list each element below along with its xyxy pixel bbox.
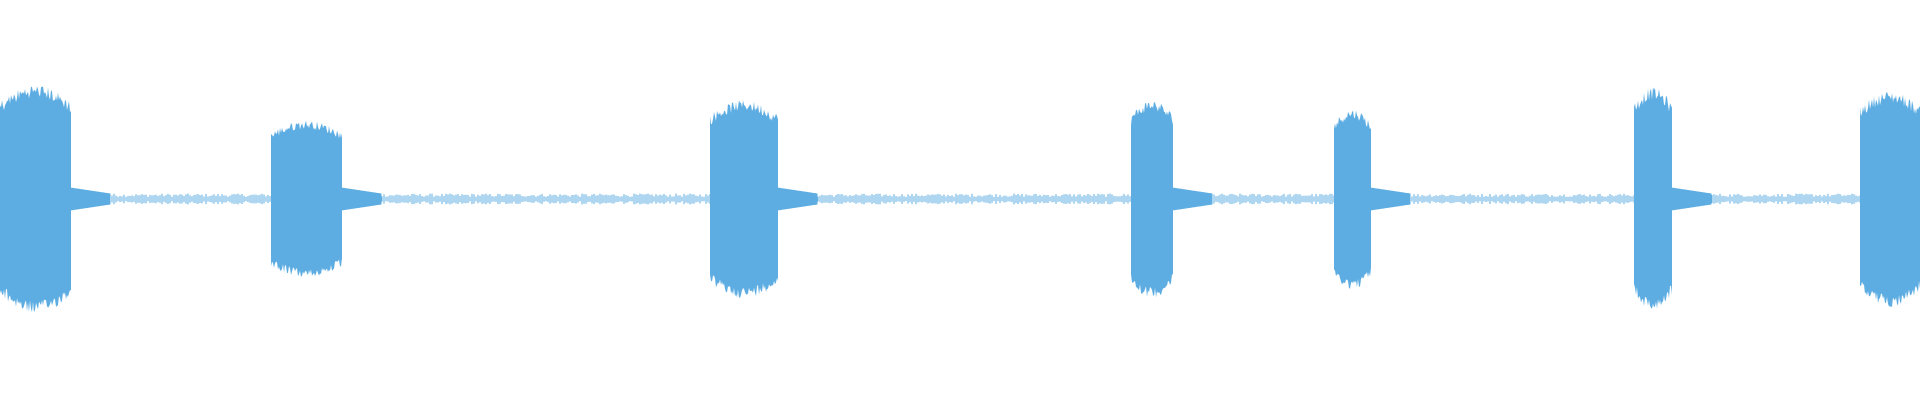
waveform-group xyxy=(0,86,1920,313)
waveform-burst-4 xyxy=(1131,102,1173,298)
waveform-decay-3 xyxy=(777,187,818,211)
waveform-decay-2 xyxy=(341,187,382,211)
waveform-decay-6 xyxy=(1671,187,1712,211)
waveform-burst-5 xyxy=(1334,110,1371,289)
waveform-burst-2 xyxy=(271,120,342,277)
waveform-burst-7 xyxy=(1860,91,1920,307)
waveform-decay-1 xyxy=(70,187,111,211)
waveform-decay-4 xyxy=(1172,187,1213,211)
waveform-burst-3 xyxy=(710,100,778,298)
waveform-decay-5 xyxy=(1370,187,1411,211)
waveform-burst-6 xyxy=(1634,87,1672,309)
waveform-burst-1 xyxy=(0,86,71,313)
